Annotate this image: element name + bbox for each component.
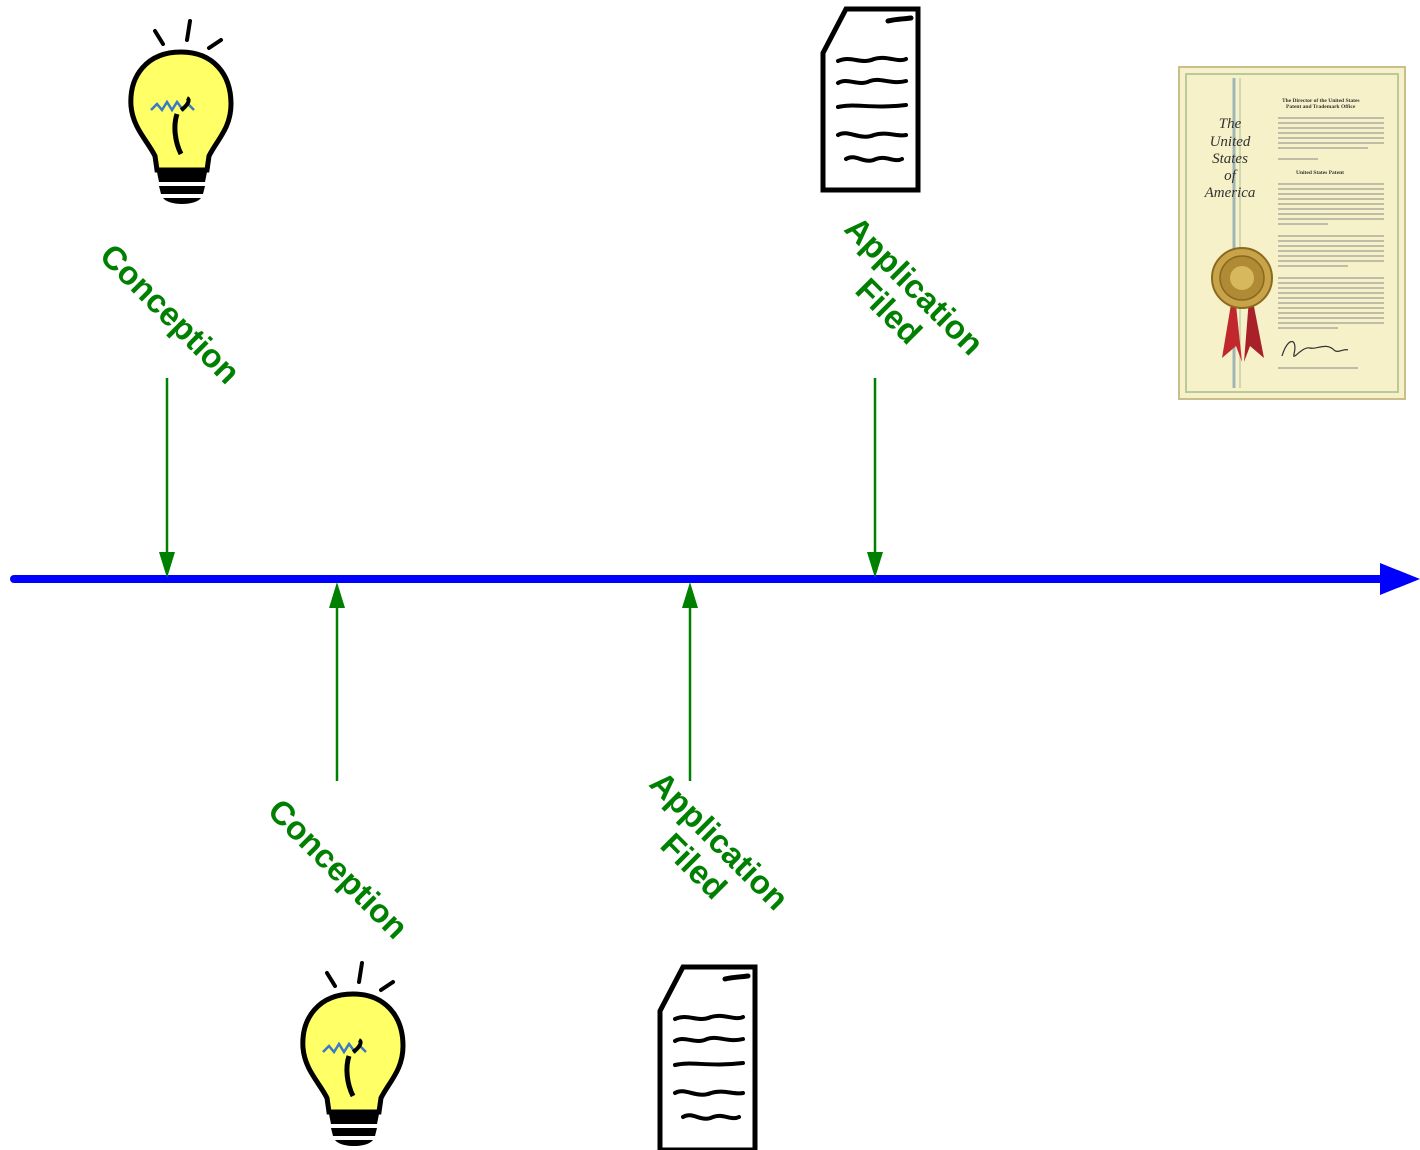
conception-arrow-above <box>159 378 175 578</box>
certificate-title-word: of <box>1224 168 1238 184</box>
light-bulb-icon <box>297 960 409 1150</box>
document-icon <box>818 5 924 195</box>
svg-text:Patent and Trademark Office: Patent and Trademark Office <box>1286 104 1356 110</box>
light-bulb-icon <box>125 18 237 208</box>
patent-certificate-icon: The United States of America The Directo… <box>1178 66 1406 400</box>
certificate-title-word: States <box>1212 151 1248 167</box>
application-arrow-below <box>682 582 698 781</box>
certificate-title-word: The <box>1219 116 1242 132</box>
gold-seal-icon <box>1211 247 1273 362</box>
certificate-title-word: United <box>1210 134 1251 150</box>
svg-text:United States Patent: United States Patent <box>1296 170 1344 176</box>
document-icon <box>655 963 761 1150</box>
application-arrow-above <box>867 378 883 578</box>
svg-text:The Director of the United Sta: The Director of the United States <box>1282 98 1360 104</box>
certificate-title-word: America <box>1204 185 1256 201</box>
timeline-arrowhead <box>1380 563 1420 595</box>
conception-arrow-below <box>329 582 345 781</box>
